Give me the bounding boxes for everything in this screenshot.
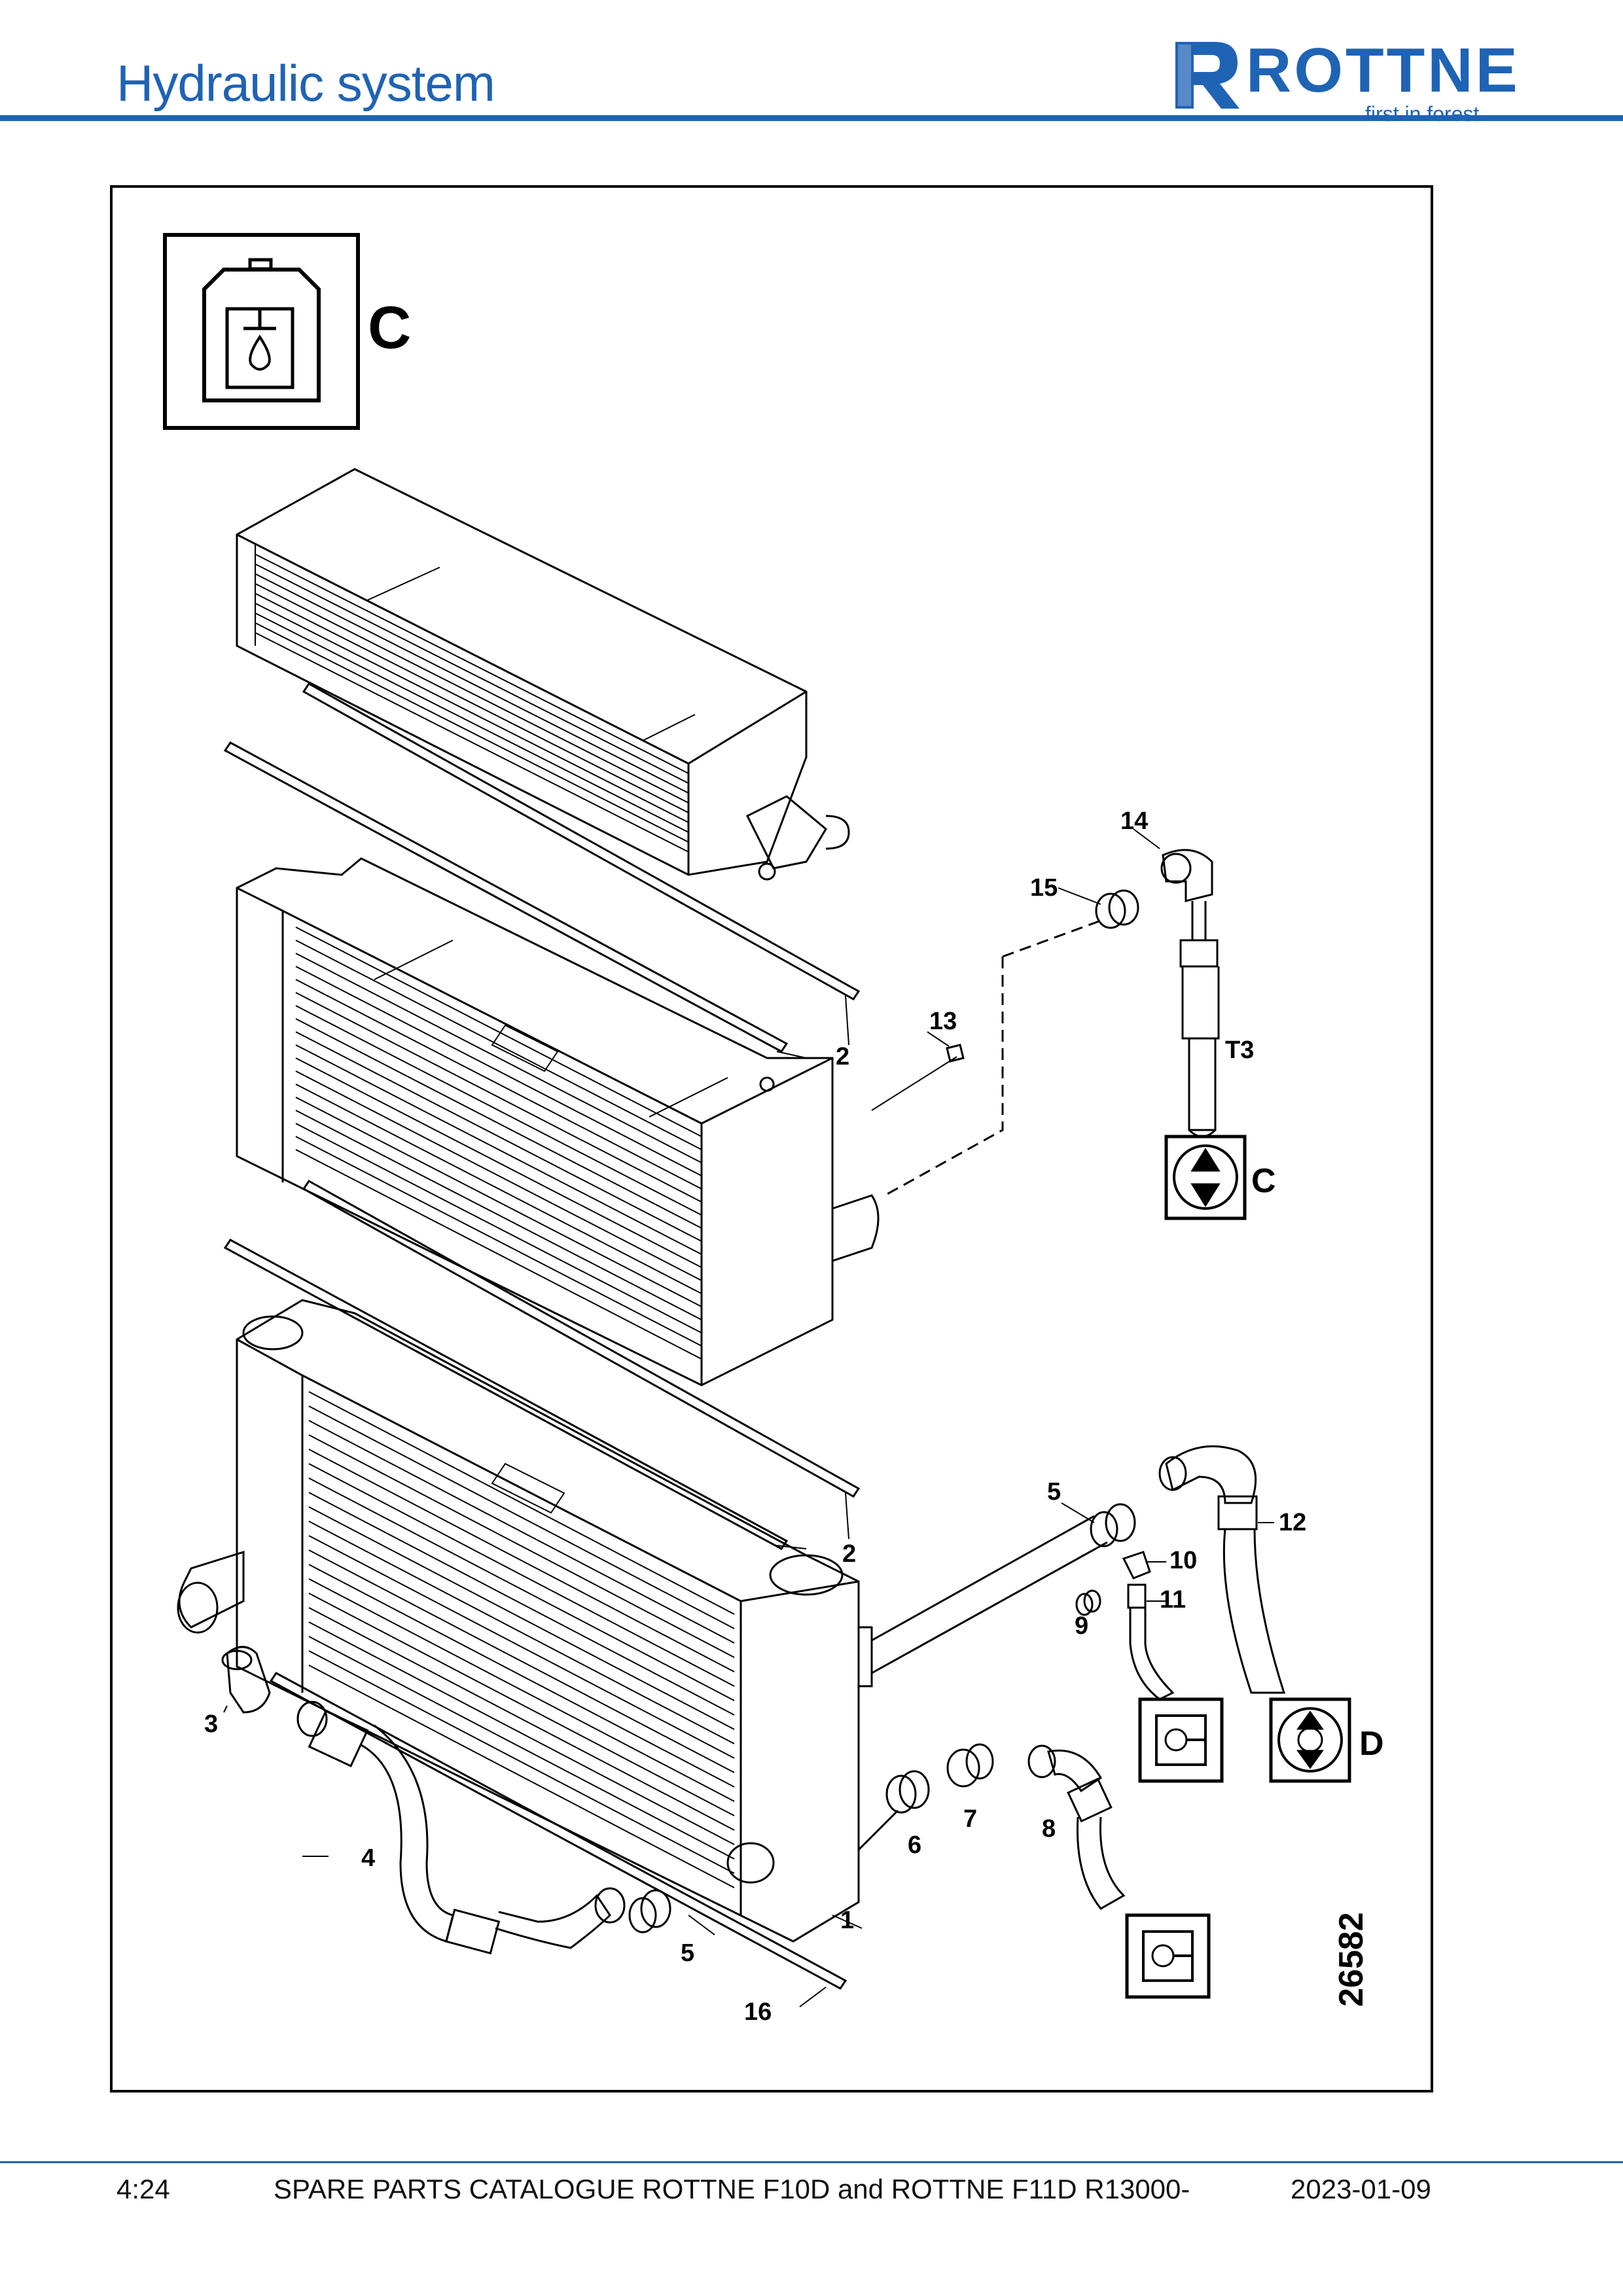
callout-2-upper: 2: [836, 1043, 849, 1070]
hydraulic-oil-tank-icon: [163, 233, 360, 430]
exploded-parts-diagram: C 2 13 15 14 T3 C 2 5 10 12 9 11 D 3 6 7…: [163, 233, 1384, 2026]
plug-part-13: [946, 1044, 965, 1063]
logo-tagline: first in forest: [1365, 102, 1480, 126]
fitting-part-5-upper: [1090, 1503, 1136, 1547]
connection-symbol-c: [1164, 1135, 1247, 1220]
callout-5-lower: 5: [681, 1939, 694, 1967]
elbow-part-10: [1122, 1551, 1151, 1580]
hose-part-4: [296, 1701, 626, 1955]
callout-9: 9: [1075, 1612, 1088, 1640]
seal-strip-upper: [223, 682, 861, 1053]
callout-1: 1: [840, 1907, 854, 1934]
fitting-part-15: [1095, 889, 1139, 929]
callout-t3: T3: [1225, 1036, 1254, 1064]
connection-label-c: C: [1251, 1162, 1276, 1200]
callout-11: 11: [1160, 1586, 1186, 1614]
callout-12: 12: [1279, 1509, 1306, 1536]
adapter-part-7: [946, 1743, 994, 1788]
elbow-part-3: [221, 1646, 271, 1714]
section-letter: C: [368, 294, 411, 361]
page-number: 4:24: [116, 2174, 170, 2204]
header-divider: [0, 115, 1623, 121]
callout-2-lower: 2: [842, 1540, 856, 1568]
callout-16: 16: [744, 1998, 772, 2026]
hose-part-12: [1158, 1445, 1286, 1694]
fitting-part-5-lower: [628, 1889, 671, 1934]
fitting-part-9: [1075, 1589, 1101, 1616]
page-title: Hydraulic system: [116, 54, 495, 112]
catalogue-title: SPARE PARTS CATALOGUE ROTTNE F10D and RO…: [274, 2174, 1190, 2204]
top-oil-cooler: [236, 468, 850, 881]
rottne-emblem-icon: [1175, 42, 1240, 109]
connection-symbol-d: [1269, 1697, 1351, 1783]
hose-t3: [1179, 901, 1220, 1138]
callout-13: 13: [929, 1008, 957, 1035]
fan-motor-symbol-upper: [1138, 1697, 1224, 1783]
fan-motor-symbol-lower: [1125, 1913, 1211, 1999]
callout-5-upper: 5: [1047, 1478, 1061, 1506]
middle-oil-cooler: [236, 857, 880, 1386]
callout-8: 8: [1042, 1815, 1056, 1843]
callout-7: 7: [963, 1805, 977, 1833]
rottne-logo: ROTTNE first in forest: [1169, 35, 1518, 124]
callout-15: 15: [1030, 874, 1058, 902]
main-radiator-part-1: [236, 1299, 873, 1943]
catalogue-date: 2023-01-09: [1291, 2174, 1431, 2204]
callout-14: 14: [1120, 807, 1148, 835]
seal-strip-lower: [223, 1180, 861, 1550]
callout-3: 3: [204, 1710, 218, 1738]
drawing-number: 26582: [1332, 1912, 1370, 2007]
callout-4: 4: [361, 1845, 375, 1872]
fitting-part-6: [885, 1770, 930, 1814]
callout-6: 6: [908, 1831, 921, 1859]
footer-divider: [0, 2161, 1623, 2163]
parts-diagram-frame: C 2 13 15 14 T3 C 2 5 10 12 9 11 D 3 6 7…: [110, 185, 1433, 2093]
hose-part-8: [1027, 1744, 1126, 1910]
callout-10: 10: [1169, 1547, 1197, 1574]
logo-wordmark: ROTTNE: [1246, 35, 1520, 105]
connection-label-d: D: [1359, 1725, 1384, 1763]
elbow-part-14: [1160, 849, 1213, 902]
seal-strip-part-16: [269, 1672, 847, 1990]
